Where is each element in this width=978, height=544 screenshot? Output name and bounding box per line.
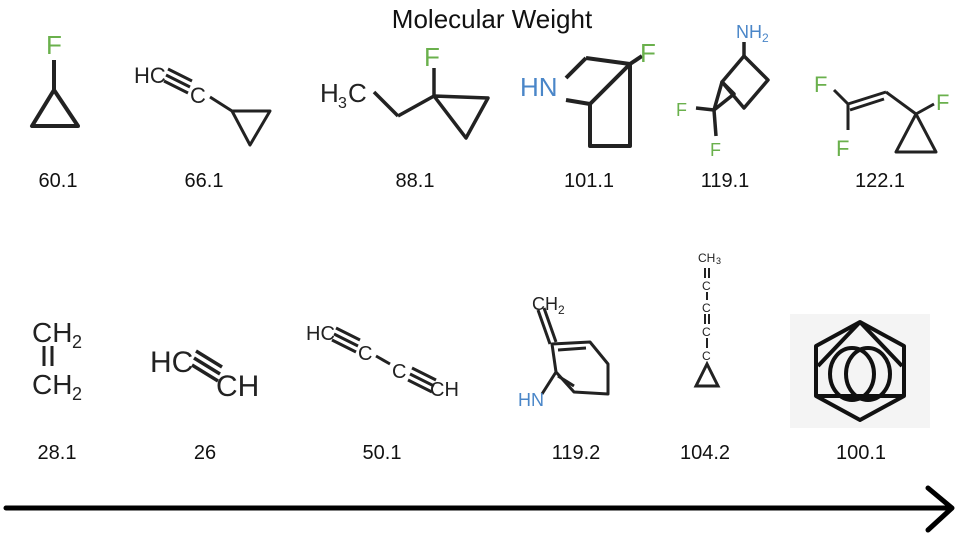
atom-subscript: 2 bbox=[72, 332, 82, 352]
weight-label: 60.1 bbox=[38, 170, 78, 192]
increase-arrow bbox=[3, 485, 955, 533]
weight-label: 122.1 bbox=[854, 170, 906, 192]
atom-label: HC bbox=[150, 346, 193, 379]
atom-subscript: 2 bbox=[762, 31, 769, 45]
atom-label: C bbox=[358, 343, 372, 365]
weight-label: 26 bbox=[193, 442, 217, 464]
atom-label: F bbox=[640, 38, 656, 68]
butadiyne-structure: HC C C CH bbox=[306, 323, 459, 401]
atom-label: C bbox=[702, 301, 711, 315]
atom-label: CH bbox=[32, 369, 72, 400]
cyclopropyl-polyyne-structure: CH 3 C C C C bbox=[693, 251, 721, 388]
atom-label: NH bbox=[736, 22, 762, 42]
difluoro-bicyclic-amine-structure: NH 2 F F bbox=[676, 22, 770, 160]
molecule-butadiyne: HC C C CH bbox=[304, 312, 474, 412]
molecule-vinyl-imine: CH 2 HN bbox=[512, 290, 642, 420]
atom-label: C bbox=[702, 349, 711, 363]
molecule-fluorocyclopropane: F bbox=[20, 28, 90, 138]
atom-subscript: 3 bbox=[338, 95, 347, 112]
atom-label: F bbox=[710, 140, 721, 160]
weight-label: 101.1 bbox=[563, 170, 615, 192]
atom-label: CH bbox=[430, 379, 459, 401]
weight-label: 88.1 bbox=[395, 170, 435, 192]
molecule-difluoro-bicyclic-amine: NH 2 F F bbox=[672, 12, 792, 162]
atom-label: CH bbox=[216, 370, 259, 403]
atom-subscript: 3 bbox=[716, 256, 721, 266]
difluorovinyl-fluorocyclopropane-structure: F F F bbox=[814, 72, 949, 161]
benzene-ring-structure bbox=[814, 320, 906, 422]
weight-label: 28.1 bbox=[37, 442, 77, 464]
atom-label: C bbox=[392, 361, 406, 383]
page-title: Molecular Weight bbox=[391, 4, 593, 34]
weight-label: 100.1 bbox=[835, 442, 887, 464]
atom-label: F bbox=[676, 100, 687, 120]
molecule-ethylene: CH 2 CH 2 bbox=[26, 310, 116, 410]
atom-subscript: 2 bbox=[558, 303, 565, 317]
weight-label: 104.2 bbox=[679, 442, 731, 464]
molecule-ethyl-fluorocyclopropane: H 3 C F bbox=[318, 40, 498, 150]
atom-label: F bbox=[46, 30, 62, 60]
molecule-benzene-ring-structure bbox=[790, 314, 930, 428]
molecule-ethynylcyclopropane: HC C bbox=[130, 55, 280, 155]
molecule-acetylene: HC CH bbox=[150, 338, 270, 408]
atom-label: F bbox=[814, 72, 827, 97]
atom-subscript: 2 bbox=[72, 384, 82, 404]
ethynylcyclopropane-structure: HC C bbox=[134, 63, 272, 147]
vinyl-imine-structure: CH 2 HN bbox=[518, 294, 610, 410]
atom-label: HC bbox=[134, 63, 166, 88]
weight-label: 50.1 bbox=[362, 442, 402, 464]
atom-label: CH bbox=[532, 294, 558, 314]
atom-label: HN bbox=[518, 390, 544, 410]
fluorocyclopropane-structure: F bbox=[30, 30, 80, 128]
ethyl-fluorocyclopropane-structure: H 3 C F bbox=[320, 42, 490, 140]
weight-label: 119.1 bbox=[700, 170, 750, 192]
weight-label: 66.1 bbox=[184, 170, 224, 192]
atom-label: C bbox=[348, 78, 367, 108]
atom-label: HC bbox=[306, 323, 335, 345]
atom-label: H bbox=[320, 78, 339, 108]
atom-label: HN bbox=[520, 72, 558, 102]
molecule-difluorovinyl-fluorocyclopropane: F F F bbox=[808, 68, 968, 168]
atom-label: CH bbox=[32, 317, 72, 348]
atom-label: C bbox=[702, 325, 711, 339]
atom-label: CH bbox=[698, 251, 715, 265]
acetylene-structure: HC CH bbox=[150, 346, 259, 403]
atom-label: F bbox=[936, 90, 949, 115]
atom-label: F bbox=[424, 42, 440, 72]
atom-label: F bbox=[836, 136, 849, 161]
atom-label: C bbox=[190, 83, 206, 108]
molecule-cyclopropyl-polyyne: CH 3 C C C C bbox=[672, 244, 762, 404]
atom-label: C bbox=[702, 279, 711, 293]
molecule-azabicyclic-fluoride: HN F bbox=[518, 38, 668, 158]
ethylene-structure: CH 2 CH 2 bbox=[32, 317, 82, 404]
azabicyclic-fluoride-structure: HN F bbox=[520, 38, 656, 148]
weight-label: 119.2 bbox=[551, 442, 601, 464]
